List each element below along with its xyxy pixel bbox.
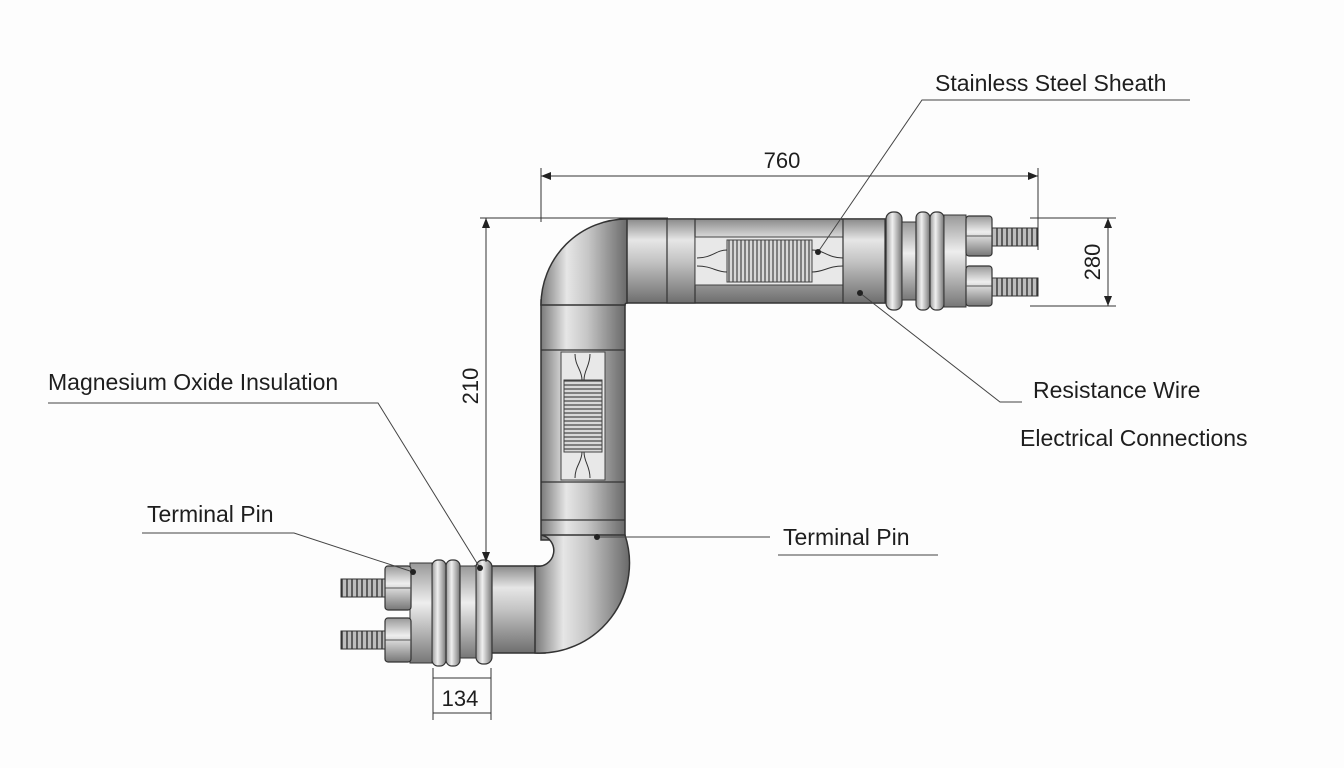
dimension-vertical-height: 210 [458,217,668,562]
callout-magnesium-oxide-insulation: Magnesium Oxide Insulation [48,369,483,571]
dimension-134-text: 134 [442,686,479,711]
dimension-760-text: 760 [764,148,801,173]
callout-resistance-wire: Resistance Wire Electrical Connections [857,290,1248,451]
callout-terminal-pin-left: Terminal Pin [142,501,416,575]
dimension-210-text: 210 [458,368,483,405]
resistance-wire-cutaway-horizontal [666,218,886,304]
callout-terminal-pin-center: Terminal Pin [594,524,938,556]
label-magnesium-oxide-insulation: Magnesium Oxide Insulation [48,369,338,395]
label-terminal-pin-center: Terminal Pin [783,524,910,550]
label-stainless-steel-sheath: Stainless Steel Sheath [935,70,1166,96]
dimension-overall-length: 760 [540,148,1039,250]
dimension-terminal-offset: 134 [432,668,492,720]
dimension-terminal-spacing: 280 [1030,217,1116,307]
dimension-280-text: 280 [1080,244,1105,281]
right-terminal-assembly [885,211,1039,311]
label-terminal-pin-left: Terminal Pin [147,501,274,527]
label-resistance-wire: Resistance Wire [1033,377,1200,403]
callout-stainless-steel-sheath: Stainless Steel Sheath [815,70,1190,255]
resistance-wire-cutaway-vertical [541,349,625,483]
label-electrical-connections: Electrical Connections [1020,425,1248,451]
left-terminal-assembly [340,559,493,667]
